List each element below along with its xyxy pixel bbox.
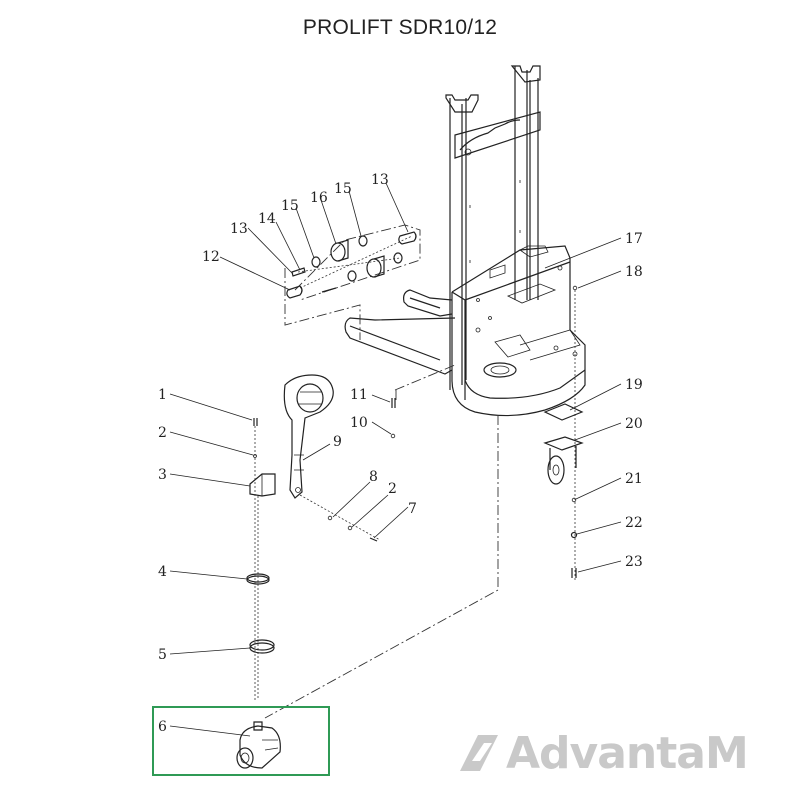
forks — [344, 289, 456, 375]
advantam-logo-icon — [460, 735, 498, 771]
callout-15-right: 15 — [334, 181, 352, 197]
callout-2-tiller: 2 — [388, 481, 397, 497]
callout-7: 7 — [408, 501, 417, 517]
chassis — [451, 245, 586, 417]
callout-23: 23 — [625, 554, 643, 570]
callout-4: 4 — [158, 564, 167, 580]
callout-15-left: 15 — [281, 198, 299, 214]
fasteners — [299, 398, 396, 542]
callout-labels: 1 2 3 4 5 6 7 8 2 9 10 11 12 13 14 15 16… — [158, 172, 643, 735]
callout-13-left: 13 — [230, 221, 248, 237]
diagram-title: PROLIFT SDR10/12 — [302, 16, 498, 39]
callout-11: 11 — [350, 387, 368, 403]
mast — [445, 65, 541, 390]
tiller-arm — [283, 374, 334, 499]
callout-9: 9 — [333, 434, 342, 450]
callout-2: 2 — [158, 425, 167, 441]
callout-20: 20 — [625, 416, 643, 432]
callout-1: 1 — [158, 387, 167, 403]
callout-19: 19 — [625, 377, 643, 393]
watermark-text: AdvantaM — [506, 727, 749, 779]
callout-6: 6 — [158, 719, 167, 735]
callout-12: 12 — [202, 249, 220, 265]
advantam-watermark: AdvantaM — [458, 727, 749, 779]
steering-stack — [236, 418, 281, 769]
assembly-guides — [264, 364, 499, 719]
callout-13-right: 13 — [371, 172, 389, 188]
callout-14: 14 — [258, 211, 276, 227]
callout-leaders — [169, 182, 622, 737]
caster-assembly — [543, 285, 584, 580]
callout-10: 10 — [350, 415, 368, 431]
roller-assembly — [284, 224, 421, 340]
callout-17: 17 — [625, 231, 643, 247]
part-6-highlight-box — [152, 706, 330, 776]
callout-5: 5 — [158, 647, 167, 663]
callout-3: 3 — [158, 467, 167, 483]
callout-22: 22 — [625, 515, 643, 531]
callout-16: 16 — [310, 190, 328, 206]
callout-8: 8 — [369, 469, 378, 485]
callout-21: 21 — [625, 471, 643, 487]
callout-18: 18 — [625, 264, 643, 280]
